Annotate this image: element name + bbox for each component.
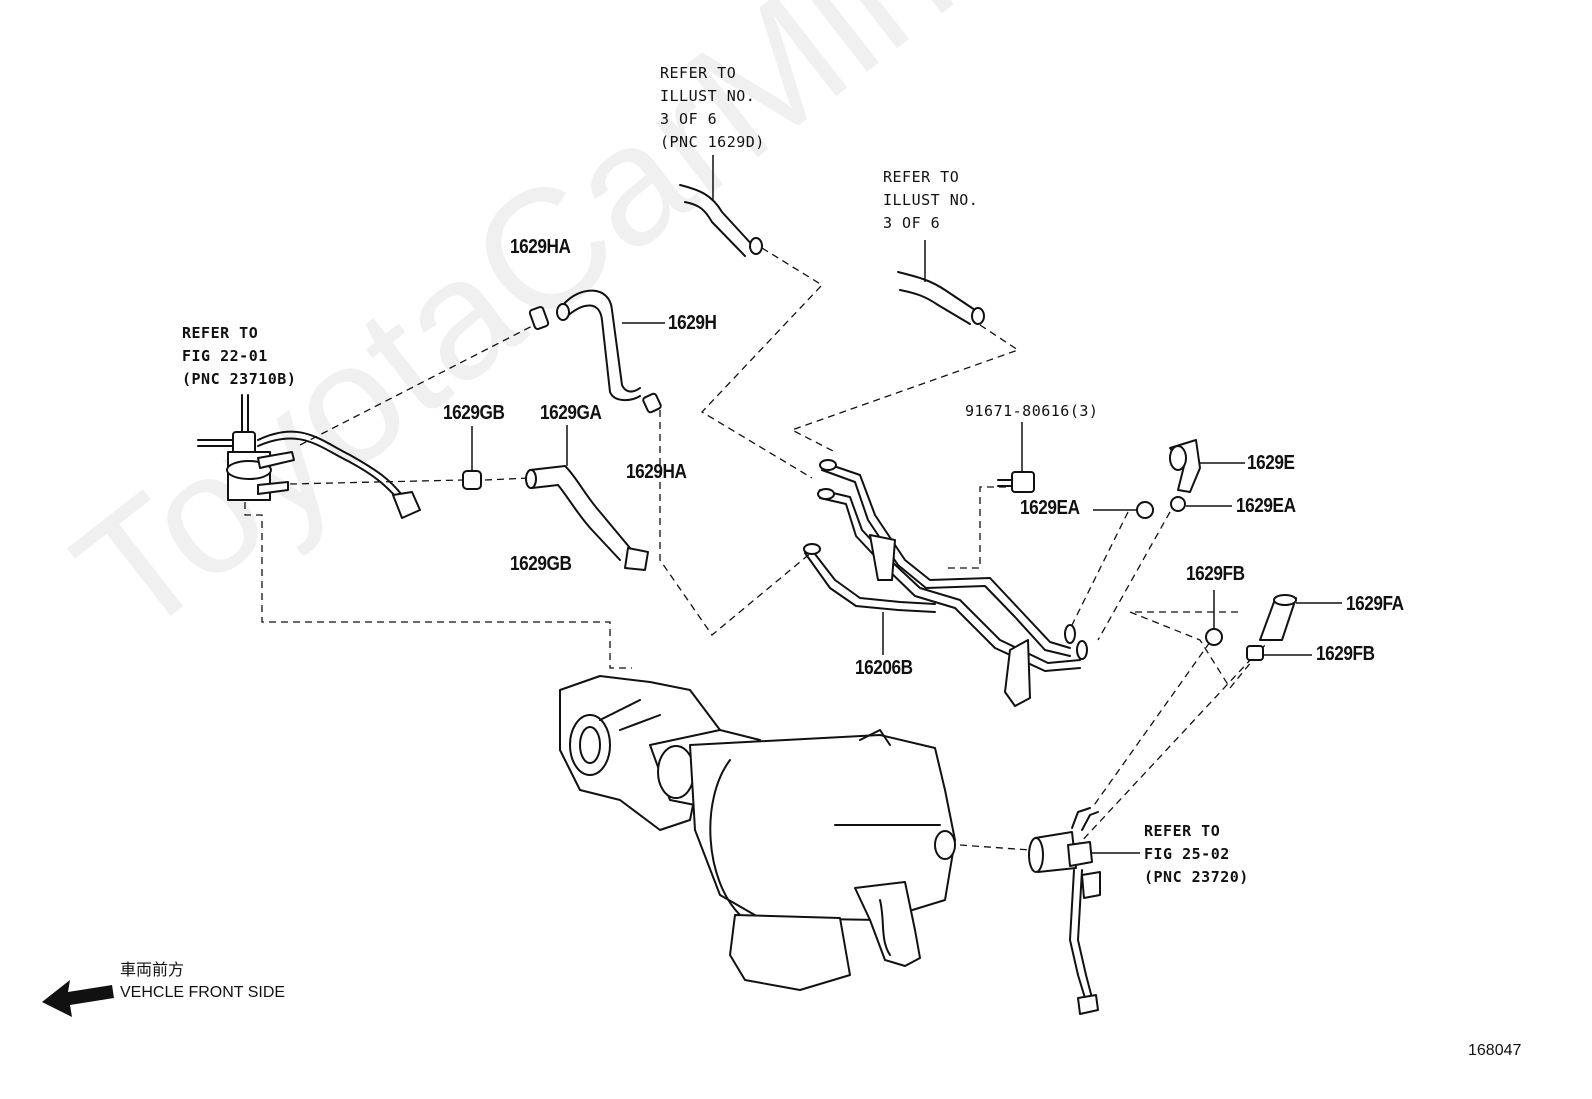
figure-number: 168047 [1468,1042,1522,1059]
label-1629HA-top: 1629HA [510,236,571,258]
pipe-assembly-16206B [803,459,1088,707]
dashed-leaders [244,247,1266,851]
hose-1629GA [462,425,649,571]
hose-1629H [528,289,665,414]
arrow-left-icon [42,980,114,1017]
hose-1629FA [1205,590,1342,661]
label-91671-80616: 91671-80616(3) [965,402,1099,420]
vsv-valve-left [197,394,421,519]
label-1629HA-mid: 1629HA [626,461,687,483]
label-1629EA-right: 1629EA [1236,495,1296,517]
label-1629FB-bottom: 1629FB [1316,643,1375,665]
label-1629GB-left: 1629GB [443,402,505,424]
label-1629EA-left: 1629EA [1020,497,1080,519]
hose-1629E [1093,439,1245,519]
hose-refer-1629D [679,155,763,257]
label-1629E: 1629E [1247,452,1295,474]
note-refer-illust-1629D: REFER TO ILLUST NO. 3 OF 6 (PNC 1629D) [660,64,765,151]
label-1629GB-bottom: 1629GB [510,553,572,575]
note-refer-fig-25-02: REFER TO FIG 25-02 (PNC 23720) [1144,822,1249,886]
label-16206B: 16206B [855,657,913,679]
label-1629GA: 1629GA [540,402,602,424]
bolt-91671 [997,422,1035,493]
label-1629H: 1629H [668,312,717,334]
hose-refer-illust [897,240,985,325]
note-refer-fig-22-01: REFER TO FIG 22-01 (PNC 23710B) [182,324,297,388]
direction-japanese: 車両前方 [120,962,185,979]
engine-turbo-assembly [559,675,956,991]
label-1629FA: 1629FA [1346,593,1404,615]
label-1629FB-top: 1629FB [1186,563,1245,585]
direction-english: VEHCLE FRONT SIDE [120,984,286,1001]
note-refer-illust: REFER TO ILLUST NO. 3 OF 6 [883,168,979,232]
sensor-right [1028,807,1140,1015]
